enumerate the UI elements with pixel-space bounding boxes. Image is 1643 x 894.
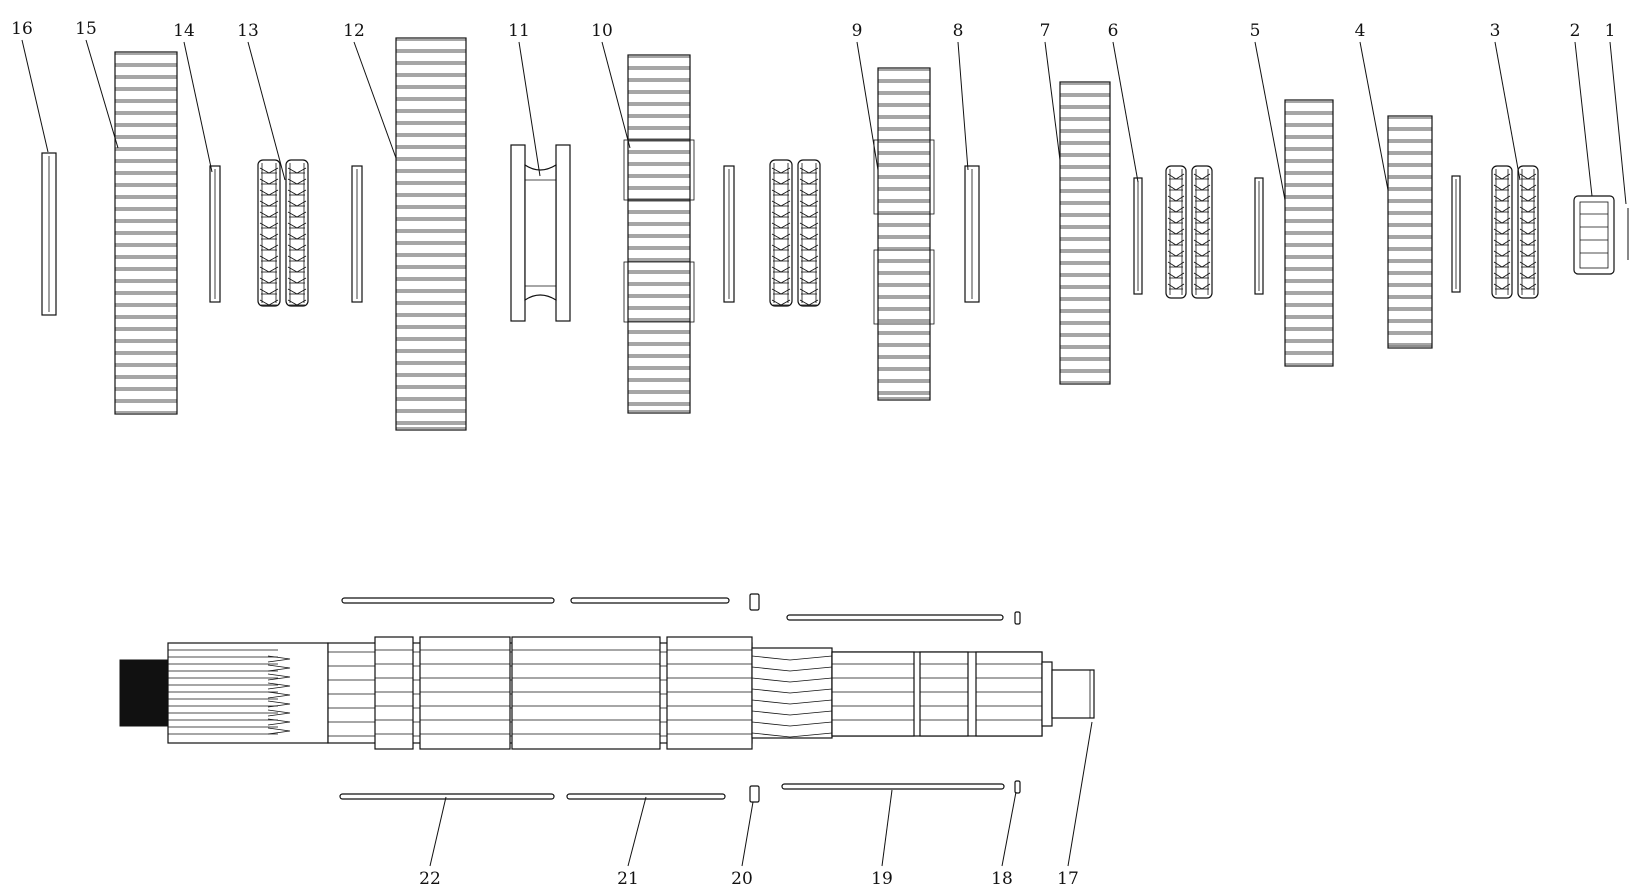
part-9-gear	[873, 67, 935, 401]
part-15-gear	[114, 51, 178, 415]
label-18: 18	[991, 869, 1013, 889]
part-10-gear	[623, 54, 695, 414]
part-7-gear	[1059, 81, 1111, 385]
label-21: 21	[617, 869, 639, 889]
part-16-washer	[41, 152, 57, 316]
part-19-rod	[781, 783, 1005, 790]
label-9: 9	[852, 21, 863, 41]
label-16: 16	[11, 19, 33, 39]
part-21-rod	[566, 793, 726, 800]
label-12: 12	[343, 21, 365, 41]
part-20-pin	[749, 785, 760, 803]
label-14: 14	[173, 21, 195, 41]
label-10: 10	[591, 21, 613, 41]
part-18-pin-top	[1014, 611, 1021, 625]
label-7: 7	[1040, 21, 1051, 41]
part-2-bearing	[1573, 195, 1615, 275]
part-9b-synchronizer	[769, 159, 821, 307]
part-19-rod-top	[786, 614, 1004, 621]
part-4b-ring	[1451, 175, 1461, 293]
part-20-pin-top	[749, 593, 760, 611]
label-1: 1	[1605, 21, 1616, 41]
part-labels: 1 2 3 4 5 6 7 8 9 10 11 12 13 14 15 16 1…	[11, 19, 1615, 889]
label-13: 13	[237, 21, 259, 41]
part-22-rod	[339, 793, 555, 800]
label-15: 15	[75, 19, 97, 39]
label-22: 22	[419, 869, 441, 889]
part-8-washer	[964, 165, 980, 303]
label-19: 19	[871, 869, 893, 889]
part-6b-synchronizer	[1165, 165, 1213, 299]
part-12-gear	[395, 37, 467, 431]
part-10b-ring	[723, 165, 735, 303]
part-22-rod-top	[341, 597, 555, 604]
label-2: 2	[1570, 21, 1581, 41]
part-13-synchronizer	[257, 159, 309, 307]
label-6: 6	[1108, 21, 1119, 41]
part-4-gear	[1387, 115, 1433, 349]
label-3: 3	[1490, 21, 1501, 41]
part-5-gear	[1284, 99, 1334, 367]
label-4: 4	[1355, 21, 1366, 41]
label-8: 8	[953, 21, 964, 41]
label-17: 17	[1057, 869, 1079, 889]
parts-layer	[41, 37, 1629, 803]
label-11: 11	[508, 21, 530, 41]
part-14-washer	[209, 165, 221, 303]
part-shaft	[119, 636, 1095, 750]
label-5: 5	[1250, 21, 1261, 41]
part-21-rod-top	[570, 597, 730, 604]
label-20: 20	[731, 869, 753, 889]
part-6-washer	[1133, 177, 1143, 295]
part-5b-ring	[1254, 177, 1264, 295]
part-3-synchronizer	[1491, 165, 1539, 299]
leader-lines	[21, 39, 1627, 867]
part-11-spool	[510, 144, 571, 322]
part-18-pin	[1014, 780, 1021, 794]
part-13b-ring	[351, 165, 363, 303]
